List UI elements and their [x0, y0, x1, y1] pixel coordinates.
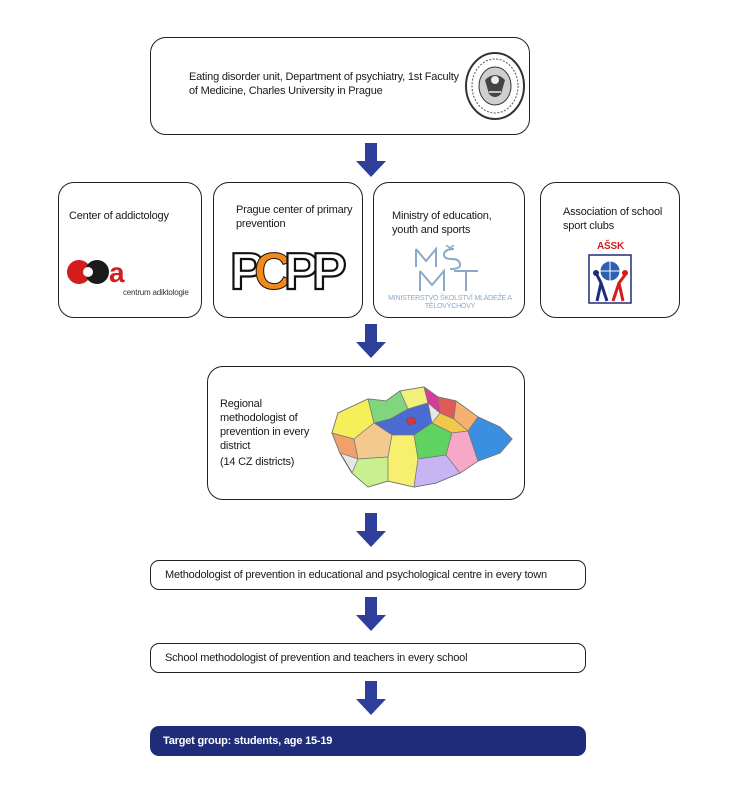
down-arrow-icon: [356, 513, 386, 547]
down-arrow-icon: [356, 143, 386, 177]
logo-caption: centrum adiktologie: [123, 288, 189, 297]
partner-label: Center of addictology: [69, 210, 169, 222]
assk-logo-icon: [587, 253, 633, 305]
svg-text:P: P: [312, 243, 345, 297]
faculty-text: Eating disorder unit, Department of psyc…: [189, 71, 459, 97]
msmt-logo-icon: [414, 245, 484, 293]
svg-text:a: a: [109, 257, 125, 287]
school-text: School methodologist of prevention and t…: [165, 652, 468, 664]
town-text: Methodologist of prevention in education…: [165, 569, 547, 581]
partner-box-msmt: Ministry of education, youth and sports …: [373, 182, 525, 318]
partner-label: Ministry of education, youth and sports: [392, 210, 492, 236]
regional-box: Regional methodologist of prevention in …: [207, 366, 525, 500]
partner-box-pcpp: Prague center of primary prevention P C …: [213, 182, 363, 318]
partner-label: Prague center of primary prevention: [236, 204, 353, 230]
faculty-box: Eating disorder unit, Department of psyc…: [150, 37, 530, 135]
regional-districts: (14 CZ districts): [220, 456, 295, 468]
czech-districts-map-icon: [328, 383, 518, 493]
centrum-adiktologie-logo-icon: a: [65, 257, 135, 287]
partner-box-addictology: Center of addictology a centrum adiktolo…: [58, 182, 202, 318]
target-text: Target group: students, age 15-19: [163, 735, 333, 747]
town-methodologist-box: Methodologist of prevention in education…: [150, 560, 586, 590]
partner-box-assk: Association of school sport clubs AŠSK: [540, 182, 680, 318]
target-group-box: Target group: students, age 15-19: [150, 726, 586, 756]
down-arrow-icon: [356, 324, 386, 358]
pcpp-logo-icon: P C P P: [230, 241, 348, 297]
down-arrow-icon: [356, 597, 386, 631]
school-methodologist-box: School methodologist of prevention and t…: [150, 643, 586, 673]
assk-logo-text: AŠSK: [597, 241, 624, 252]
regional-text: Regional methodologist of prevention in …: [220, 398, 310, 452]
charles-university-seal-icon: [463, 50, 527, 122]
partner-label: Association of school sport clubs: [563, 206, 663, 232]
down-arrow-icon: [356, 681, 386, 715]
logo-caption: MINISTERSTVO ŠKOLSTVÍ MLÁDEŽE A TĚLOVÝCH…: [388, 295, 512, 310]
